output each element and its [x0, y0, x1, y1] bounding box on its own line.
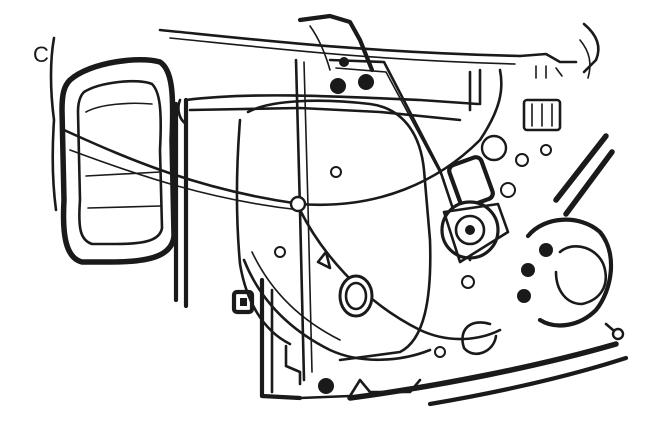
upper-frame-lines: [158, 13, 600, 79]
inner-door-panel: [173, 94, 480, 401]
window-glass-panel: [49, 36, 177, 265]
speaker-opening: [517, 98, 615, 328]
regulator-motor: [440, 134, 529, 355]
lower-sill: [347, 322, 629, 407]
callout-label: C: [33, 42, 49, 67]
fasteners: [177, 57, 446, 394]
regulator-rails: [62, 58, 503, 382]
